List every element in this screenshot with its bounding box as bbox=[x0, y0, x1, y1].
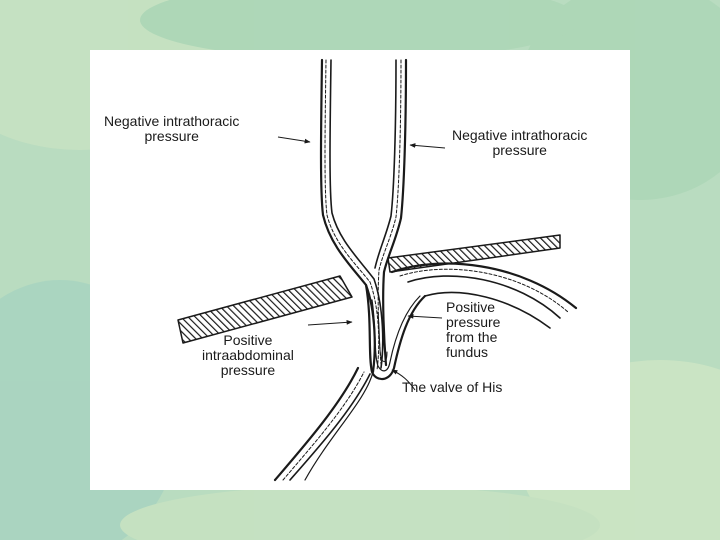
esophagus-right-wall bbox=[382, 58, 408, 367]
esophagus-left-wall bbox=[319, 58, 376, 374]
arrow-pos-fundus bbox=[407, 313, 443, 319]
label-valve-of-his: The valve of His bbox=[402, 379, 503, 395]
valve-of-his-illustration bbox=[177, 58, 578, 482]
arrow-neg-right bbox=[409, 143, 446, 149]
stomach-outer-wall bbox=[273, 366, 360, 482]
diagram-panel: Negative intrathoracic pressure Negative… bbox=[90, 50, 630, 490]
label-positive-fundus: Positive pressure from the fundus bbox=[446, 299, 501, 360]
valve-flap bbox=[364, 283, 427, 381]
diaphragm-right bbox=[387, 234, 561, 273]
fundus-curve bbox=[390, 262, 578, 310]
label-negative-intrathoracic-left: Negative intrathoracic pressure bbox=[104, 113, 240, 144]
diaphragm-left bbox=[177, 275, 353, 344]
arrow-pos-intra bbox=[307, 319, 353, 326]
arrow-neg-left bbox=[277, 136, 311, 144]
label-positive-intraabdominal: Positive intraabdominal pressure bbox=[202, 332, 294, 378]
arrow-valve bbox=[391, 369, 416, 391]
label-negative-intrathoracic-right: Negative intrathoracic pressure bbox=[452, 127, 588, 158]
